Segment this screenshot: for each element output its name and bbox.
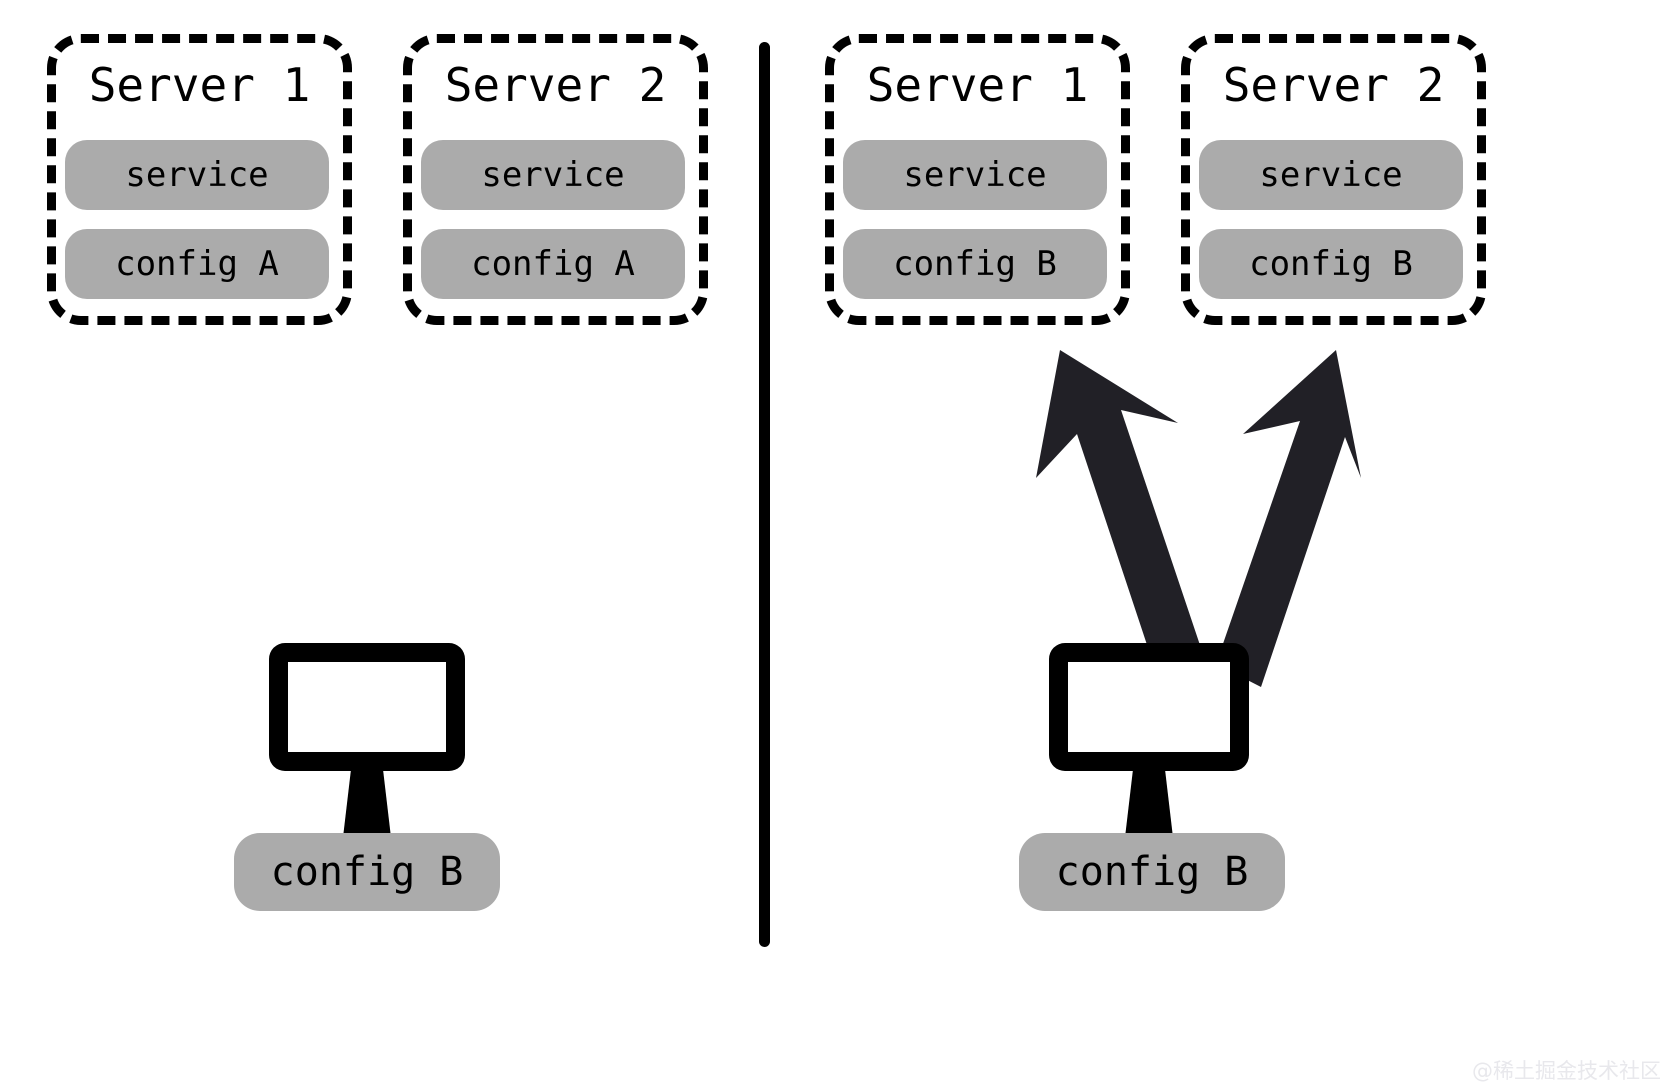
right-monitor-screen-icon (1049, 643, 1249, 771)
push-arrow-to-server-1 (1036, 350, 1205, 684)
right-server-2-title: Server 2 (1222, 58, 1445, 112)
right-server-2-chip-service: service (1199, 140, 1463, 210)
left-server-2-title: Server 2 (444, 58, 667, 112)
right-client-config-chip: config B (1019, 833, 1285, 911)
push-arrow-to-server-2 (1216, 350, 1361, 687)
left-server-2-chip-config: config A (421, 229, 685, 299)
right-server-1-title: Server 1 (866, 58, 1089, 112)
right-server-2-box (1181, 34, 1486, 325)
left-server-1-title: Server 1 (88, 58, 311, 112)
right-server-1-chip-config: config B (843, 229, 1107, 299)
left-server-2-chip-service: service (421, 140, 685, 210)
left-server-1-box (47, 34, 352, 325)
left-server-1-chip-service: service (65, 140, 329, 210)
left-server-2-box (403, 34, 708, 325)
left-monitor-screen-icon (269, 643, 465, 771)
left-server-1-chip-config: config A (65, 229, 329, 299)
site-watermark: @稀土掘金技术社区 (1472, 1059, 1661, 1083)
panel-divider (759, 42, 770, 947)
right-server-2-chip-config: config B (1199, 229, 1463, 299)
right-server-1-chip-service: service (843, 140, 1107, 210)
left-client-config-chip: config B (234, 833, 500, 911)
right-server-1-box (825, 34, 1130, 325)
